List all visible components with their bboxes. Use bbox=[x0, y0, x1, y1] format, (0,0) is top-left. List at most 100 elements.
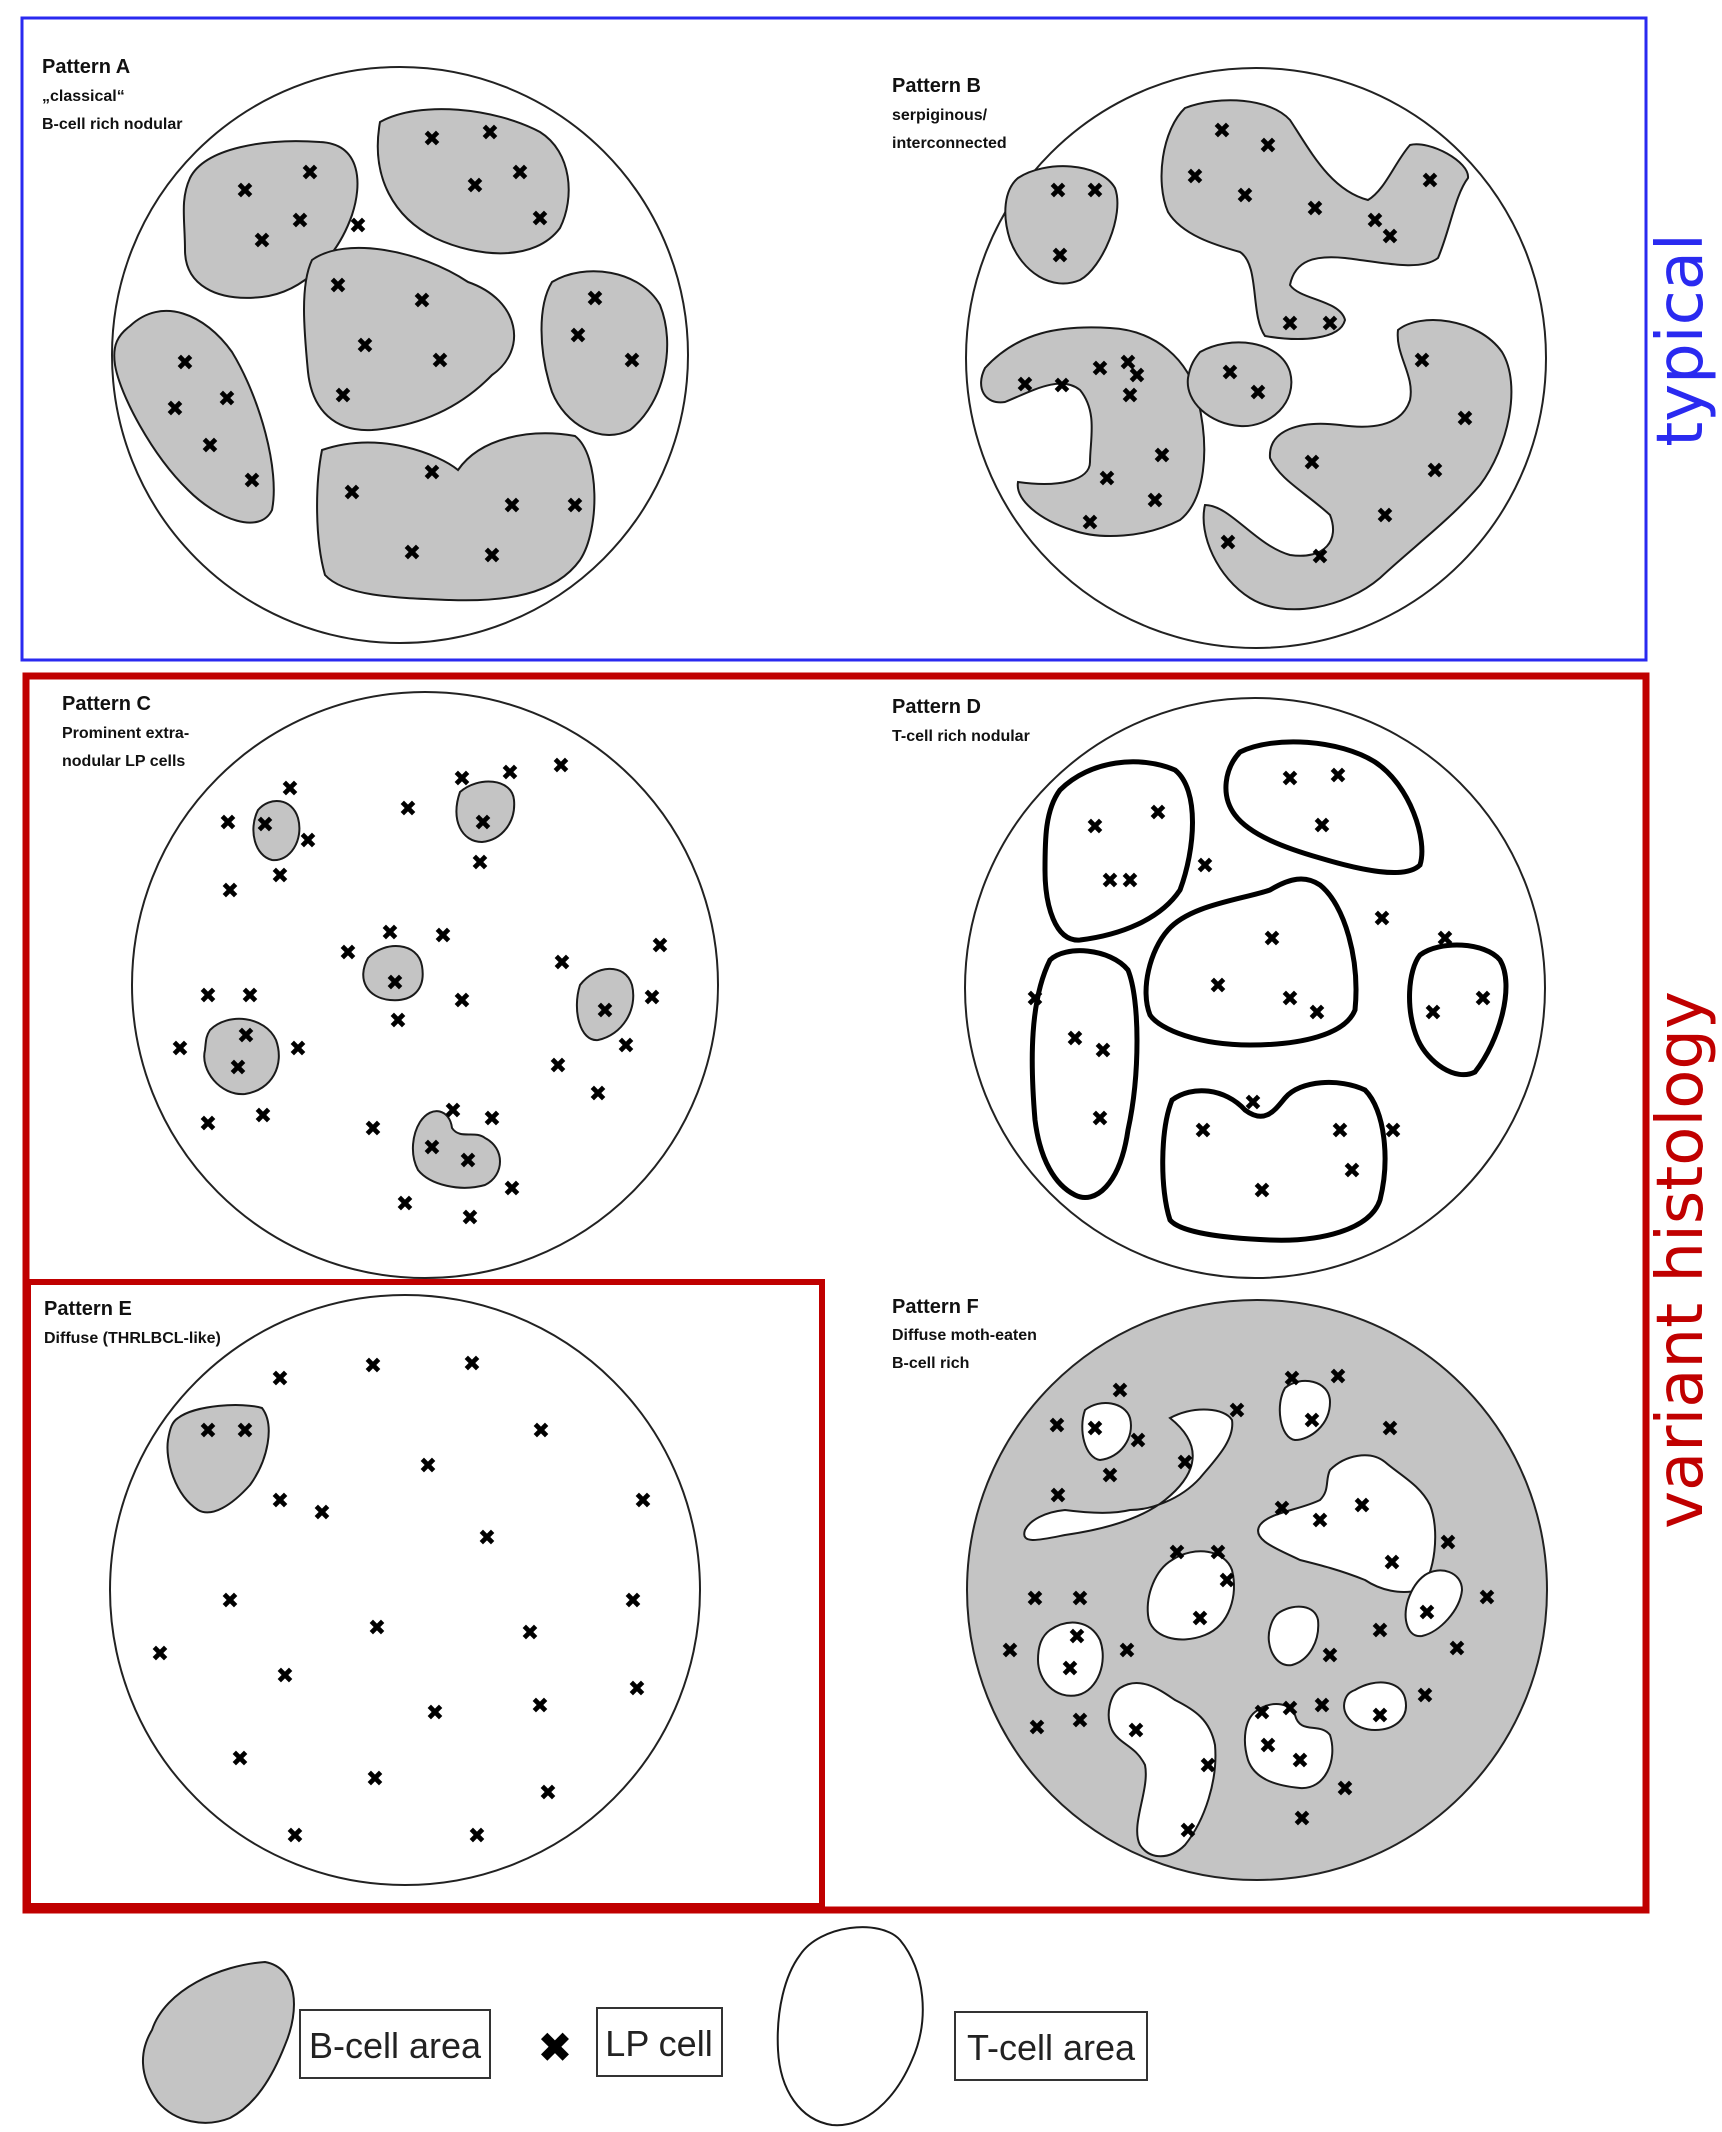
lp-cell-marker: ✖ bbox=[1424, 1001, 1442, 1026]
lp-cell-marker: ✖ bbox=[1026, 987, 1044, 1012]
lp-cell-marker: ✖ bbox=[1146, 489, 1164, 514]
lp-cell-marker: ✖ bbox=[471, 851, 489, 876]
lp-cell-marker: ✖ bbox=[1176, 1451, 1194, 1476]
lp-cell-marker: ✖ bbox=[466, 174, 484, 199]
lp-cell-marker: ✖ bbox=[221, 1589, 239, 1614]
lp-cell-marker: ✖ bbox=[271, 1489, 289, 1514]
lp-cell-marker: ✖ bbox=[1321, 312, 1339, 337]
lp-cell-marker: ✖ bbox=[1329, 764, 1347, 789]
lp-cell-marker: ✖ bbox=[334, 384, 352, 409]
lp-cell-marker: ✖ bbox=[313, 1501, 331, 1526]
lp-cell-marker: ✖ bbox=[396, 1192, 414, 1217]
legend-t-cell-swatch bbox=[778, 1927, 923, 2125]
lp-cell-marker: ✖ bbox=[1311, 1509, 1329, 1534]
lp-cell-marker: ✖ bbox=[386, 971, 404, 996]
lp-cell-marker: ✖ bbox=[623, 349, 641, 374]
t-cell-area[interactable] bbox=[1032, 951, 1137, 1198]
lp-cell-marker: ✖ bbox=[368, 1616, 386, 1641]
lp-cell-marker: ✖ bbox=[1353, 1494, 1371, 1519]
lp-cell-marker: ✖ bbox=[1194, 1119, 1212, 1144]
lp-cell-marker: ✖ bbox=[1081, 511, 1099, 536]
lp-cell-marker: ✖ bbox=[566, 494, 584, 519]
pattern-a-title: Pattern A bbox=[42, 56, 130, 78]
pattern-a-panel: Pattern A „classical“ B-cell rich nodula… bbox=[42, 56, 688, 643]
lp-cell-marker: ✖ bbox=[1448, 1637, 1466, 1662]
lp-cell-marker: ✖ bbox=[1306, 197, 1324, 222]
lp-cell-marker: ✖ bbox=[1118, 1639, 1136, 1664]
lp-cell-marker: ✖ bbox=[1376, 504, 1394, 529]
lp-cell-marker: ✖ bbox=[539, 1781, 557, 1806]
lp-cell-marker: ✖ bbox=[1091, 1107, 1109, 1132]
lp-cell-marker: ✖ bbox=[1129, 1429, 1147, 1454]
lp-cell-marker: ✖ bbox=[381, 921, 399, 946]
pattern-f-title: Pattern F bbox=[892, 1296, 979, 1318]
lp-cell-marker: ✖ bbox=[634, 1489, 652, 1514]
lp-cell-marker: ✖ bbox=[1381, 225, 1399, 250]
lp-cell-marker: ✖ bbox=[596, 999, 614, 1024]
lp-cell-marker: ✖ bbox=[1199, 1754, 1217, 1779]
lp-cell-marker: ✖ bbox=[1209, 1541, 1227, 1566]
lp-cell-marker: ✖ bbox=[1016, 373, 1034, 398]
lp-cell-marker: ✖ bbox=[549, 1054, 567, 1079]
lp-cell-marker: ✖ bbox=[1308, 1001, 1326, 1026]
lp-cell-marker: ✖ bbox=[453, 767, 471, 792]
lp-cell-marker: ✖ bbox=[349, 214, 367, 239]
lp-cell-marker: ✖ bbox=[1311, 545, 1329, 570]
lp-cell-marker: ✖ bbox=[1416, 1684, 1434, 1709]
pattern-e-tissue-circle bbox=[110, 1295, 700, 1885]
lp-cell-marker: ✖ bbox=[1098, 467, 1116, 492]
lp-cell-marker: ✖ bbox=[1291, 1749, 1309, 1774]
lp-cell-marker: ✖ bbox=[468, 1824, 486, 1849]
lp-cell-marker: ✖ bbox=[199, 984, 217, 1009]
lp-cell-marker: ✖ bbox=[1186, 165, 1204, 190]
lp-cell-marker: ✖ bbox=[1026, 1587, 1044, 1612]
lp-cell-marker: ✖ bbox=[1281, 987, 1299, 1012]
lp-cell-marker: ✖ bbox=[1281, 1697, 1299, 1722]
lp-cell-marker: ✖ bbox=[1263, 927, 1281, 952]
lp-cell-marker: ✖ bbox=[199, 1419, 217, 1444]
lp-cell-marker: ✖ bbox=[1244, 1091, 1262, 1116]
lp-cell-marker: ✖ bbox=[1049, 179, 1067, 204]
lp-cell-marker: ✖ bbox=[1111, 1379, 1129, 1404]
lp-cell-marker: ✖ bbox=[1209, 974, 1227, 999]
lp-cell-marker: ✖ bbox=[1228, 1399, 1246, 1424]
lp-cell-marker: ✖ bbox=[364, 1117, 382, 1142]
lp-cell-marker: ✖ bbox=[651, 934, 669, 959]
lp-cell-marker: ✖ bbox=[617, 1034, 635, 1059]
pattern-d-subtitle-1: T-cell rich nodular bbox=[892, 728, 1030, 745]
lp-cell-marker: ✖ bbox=[1049, 1484, 1067, 1509]
lp-cell-marker: ✖ bbox=[1221, 361, 1239, 386]
lp-cell-marker: ✖ bbox=[1478, 1586, 1496, 1611]
lp-cell-marker: ✖ bbox=[1153, 444, 1171, 469]
lp-cell-marker: ✖ bbox=[271, 1367, 289, 1392]
legend-lp-cell-label: LP cell bbox=[605, 2023, 712, 2064]
pattern-c-title: Pattern C bbox=[62, 693, 151, 715]
pattern-b-title: Pattern B bbox=[892, 75, 981, 97]
lp-cell-marker: ✖ bbox=[1086, 815, 1104, 840]
typical-label: typical bbox=[1644, 233, 1718, 447]
lp-cell-marker: ✖ bbox=[343, 481, 361, 506]
lp-cell-marker: ✖ bbox=[1121, 869, 1139, 894]
lp-cell-marker: ✖ bbox=[1381, 1417, 1399, 1442]
lp-cell-marker: ✖ bbox=[289, 1037, 307, 1062]
lp-cell-marker: ✖ bbox=[586, 287, 604, 312]
lp-cell-marker: ✖ bbox=[253, 229, 271, 254]
lp-cell-marker: ✖ bbox=[453, 989, 471, 1014]
lp-cell-marker: ✖ bbox=[463, 1352, 481, 1377]
legend-b-cell-label: B-cell area bbox=[309, 2025, 482, 2066]
lp-cell-marker: ✖ bbox=[219, 811, 237, 836]
lp-cell-marker: ✖ bbox=[413, 289, 431, 314]
lp-cell-marker: ✖ bbox=[339, 941, 357, 966]
lp-cell-marker: ✖ bbox=[531, 207, 549, 232]
lp-cell-marker: ✖ bbox=[444, 1099, 462, 1124]
lp-cell-marker: ✖ bbox=[1336, 1777, 1354, 1802]
lp-cell-marker: ✖ bbox=[1259, 1734, 1277, 1759]
lp-cell-marker: ✖ bbox=[231, 1747, 249, 1772]
lp-cell-marker: ✖ bbox=[403, 541, 421, 566]
lp-cell-marker: ✖ bbox=[329, 274, 347, 299]
lp-cell-marker: ✖ bbox=[419, 1454, 437, 1479]
lp-cell-marker: ✖ bbox=[291, 209, 309, 234]
lp-cell-marker: ✖ bbox=[236, 1419, 254, 1444]
lp-cell-marker: ✖ bbox=[1313, 1694, 1331, 1719]
lp-cell-marker: ✖ bbox=[389, 1009, 407, 1034]
